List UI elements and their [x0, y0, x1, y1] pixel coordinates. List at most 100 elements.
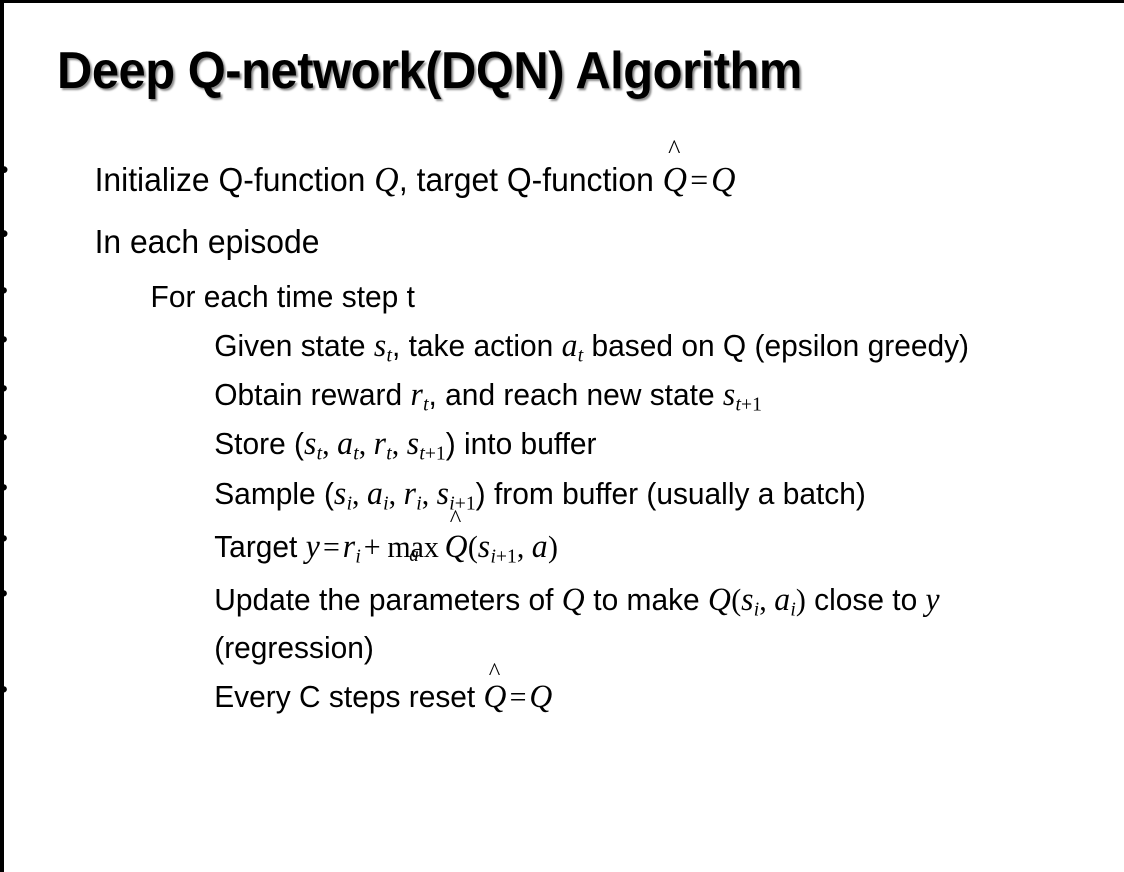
bullet-dot-icon: •: [0, 424, 8, 451]
math-subscript: t+1: [736, 394, 762, 416]
text-run: Given state: [214, 327, 374, 363]
list-item-text: Initialize Q-function Q, target Q-functi…: [95, 135, 1085, 212]
text-run: ,: [516, 529, 532, 565]
math-symbol: r: [403, 475, 417, 512]
text-run: , and reach new state: [428, 377, 723, 413]
math-subscript: i: [346, 492, 353, 515]
math-q: Q: [483, 679, 507, 716]
list-item: • In each episode: [0, 212, 1085, 272]
math-subscript: i: [355, 545, 361, 568]
list-item: • Initialize Q-function Q, target Q-func…: [0, 135, 1085, 212]
math-target-y: y: [305, 529, 321, 566]
math-sub-offset: +1: [454, 492, 476, 515]
math-subscript: i+1: [449, 492, 475, 514]
math-paren: ): [795, 581, 806, 617]
bullet-list: • Initialize Q-function Q, target Q-func…: [0, 135, 1124, 725]
list-item: • Every C steps reset ^Q=Q: [0, 659, 1085, 724]
text-run: ,: [388, 475, 404, 511]
math-q-hat: ^Q: [444, 506, 468, 576]
math-subscript: i: [790, 598, 796, 621]
math-sub-offset: +1: [741, 393, 762, 416]
math-subscript: t: [386, 443, 392, 466]
text-run: (regression): [214, 629, 374, 665]
math-subscript: t: [577, 344, 584, 367]
text-run: Every C steps reset: [214, 679, 484, 715]
slide-top-border: [0, 0, 1124, 3]
math-q: Q: [662, 160, 688, 199]
math-symbol: s: [304, 426, 317, 463]
math-subscript: t: [386, 344, 392, 367]
math-paren: (: [731, 581, 742, 617]
math-sub-offset: +1: [495, 545, 517, 568]
math-q-hat: ^Q: [483, 659, 507, 724]
bullet-dot-icon: •: [0, 375, 8, 402]
hat-accent-icon: ^: [668, 133, 681, 164]
math-state-s: st: [304, 426, 322, 465]
math-state-s-next: st+1: [722, 377, 762, 416]
bullet-dot-icon: •: [0, 579, 8, 606]
math-state-s-next: si+1: [477, 529, 517, 568]
math-subscript: i+1: [490, 546, 516, 568]
math-symbol: r: [342, 529, 356, 566]
math-symbol: a: [367, 475, 384, 512]
math-subscript: i: [416, 492, 422, 515]
math-subscript: i: [753, 598, 760, 621]
math-reward-r: ri: [342, 529, 361, 568]
math-q: Q: [529, 679, 553, 716]
math-sub-offset: +1: [424, 443, 446, 466]
text-run: ,: [322, 426, 338, 462]
math-equals: =: [322, 529, 340, 565]
slide-left-border: [0, 0, 4, 872]
list-item-text: Store (st, at, rt, st+1) into buffer: [214, 420, 1084, 469]
text-run: ,: [421, 475, 437, 511]
math-q: Q: [561, 581, 585, 618]
list-item: • Sample (si, ai, ri, si+1) from buffer …: [0, 470, 1085, 519]
math-symbol: a: [337, 426, 354, 463]
list-item: • Obtain reward rt, and reach new state …: [0, 371, 1085, 420]
math-sub-index: i: [490, 545, 496, 568]
text-run: Sample (: [214, 475, 334, 511]
math-subscript: i: [383, 492, 389, 515]
math-q: Q: [708, 581, 732, 618]
math-max-label: max: [387, 529, 439, 565]
math-action-a: ai: [367, 475, 389, 515]
text-run: ,: [759, 581, 775, 617]
list-item-text: Given state st, take action at based on …: [214, 322, 1083, 371]
text-run: close to: [805, 581, 926, 617]
math-symbol: s: [477, 529, 491, 566]
math-reward-r: rt: [374, 426, 392, 466]
math-paren: (: [467, 529, 478, 565]
math-action-a: a: [531, 529, 548, 566]
math-target-y: y: [925, 581, 940, 618]
math-sub-index: t: [419, 443, 425, 466]
bullet-dot-icon: •: [0, 525, 8, 552]
text-run: ,: [391, 426, 407, 462]
math-symbol: s: [436, 475, 450, 512]
list-item-text: Obtain reward rt, and reach new state st…: [214, 371, 1084, 420]
math-state-s: st: [374, 328, 392, 367]
math-symbol: s: [722, 377, 736, 414]
math-max-limit: a: [409, 544, 419, 567]
math-symbol: s: [741, 581, 754, 618]
math-state-s: si: [741, 581, 760, 621]
math-equals: =: [509, 679, 527, 715]
text-run: based on Q (epsilon greedy): [583, 327, 970, 363]
math-equals: =: [690, 163, 709, 199]
list-item: • Given state st, take action at based o…: [0, 322, 1083, 371]
math-symbol: s: [333, 475, 347, 512]
math-state-s-next: st+1: [407, 426, 446, 466]
text-run: Obtain reward: [214, 377, 411, 413]
slide-body: • Initialize Q-function Q, target Q-func…: [0, 135, 1124, 725]
text-run: to make: [584, 581, 709, 617]
list-item-text: Every C steps reset ^Q=Q: [214, 659, 1084, 724]
text-run: , target Q-function: [398, 161, 663, 198]
math-symbol: a: [774, 581, 791, 618]
math-state-s: si: [333, 475, 353, 515]
text-run: , take action: [391, 327, 562, 363]
list-item-text: Sample (si, ai, ri, si+1) from buffer (u…: [214, 470, 1084, 519]
math-reward-r: ri: [403, 475, 422, 515]
math-q: Q: [444, 529, 468, 566]
text-run: ) into buffer: [445, 426, 597, 462]
text-run: ,: [352, 475, 368, 511]
